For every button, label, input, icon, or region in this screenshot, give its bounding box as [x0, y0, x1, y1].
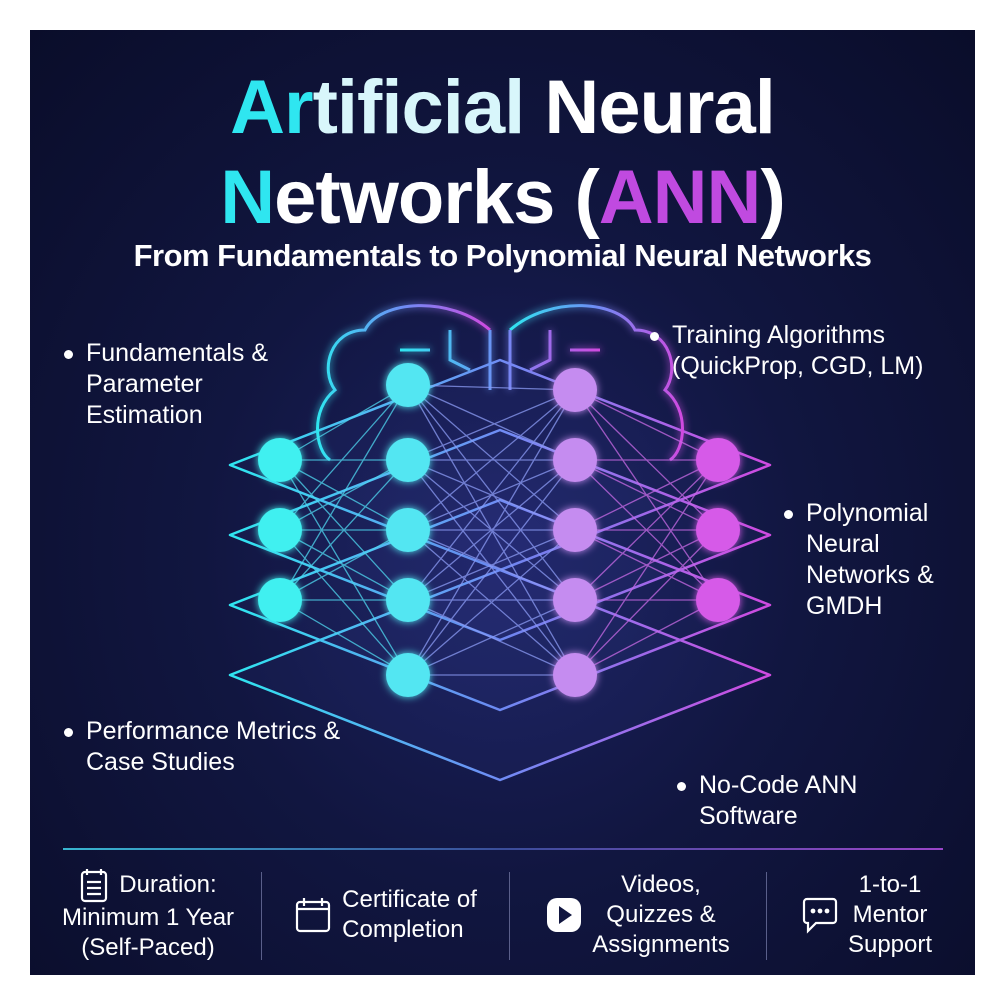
neuron-node — [553, 578, 597, 622]
feature-text: Certificate of — [342, 886, 477, 913]
feature-text: Duration: — [119, 871, 217, 898]
neuron-node — [258, 508, 302, 552]
network-connections — [279, 384, 719, 676]
topic-polynomial-networks: Polynomial Neural Networks & GMDH — [782, 498, 962, 622]
title-part: Neural — [524, 65, 776, 150]
feature-videos: Videos, Quizzes & Assignments — [510, 860, 766, 970]
connection — [407, 384, 576, 601]
connection — [407, 384, 576, 461]
connection — [407, 389, 576, 601]
neural-network-illustration — [228, 304, 772, 782]
brain-outline — [316, 304, 684, 462]
neuron-node — [553, 508, 597, 552]
connection — [574, 459, 719, 531]
connection — [407, 459, 576, 601]
connection — [407, 389, 576, 531]
title-part: ) — [760, 155, 785, 240]
neuron-node — [553, 368, 597, 412]
title-part: etworks ( — [274, 155, 600, 240]
neuron-node — [386, 508, 430, 552]
connection — [407, 529, 576, 601]
feature-duration: Duration: Minimum 1 Year (Self-Paced) — [35, 860, 261, 970]
title-part: tificial — [312, 65, 526, 150]
connection — [279, 384, 409, 601]
connection — [279, 529, 409, 601]
neuron-node — [386, 653, 430, 697]
connection — [574, 459, 719, 676]
neuron-node — [258, 438, 302, 482]
feature-text: Videos, — [621, 871, 701, 898]
play-icon — [547, 898, 582, 932]
connection — [279, 529, 409, 676]
title-part: N — [220, 155, 275, 240]
divider — [261, 872, 262, 960]
connection — [407, 384, 576, 531]
topic-training-algorithms: Training Algorithms (QuickProp, CGD, LM) — [648, 320, 948, 382]
neuron-node — [258, 578, 302, 622]
connection — [407, 599, 576, 676]
connection — [407, 389, 576, 461]
connection — [279, 384, 409, 531]
connection — [407, 384, 576, 391]
neuron-node — [696, 438, 740, 482]
title-part: ANN — [598, 155, 762, 240]
feature-text: (Self-Paced) — [81, 934, 215, 961]
feature-text: 1-to-1 — [858, 871, 922, 898]
connection — [407, 459, 576, 676]
connection — [279, 459, 409, 531]
topic-no-code-software: No-Code ANN Software — [675, 770, 875, 832]
calendar-icon — [296, 898, 331, 933]
neuron-node — [553, 438, 597, 482]
title-line-1: Artificial Neural — [30, 70, 975, 146]
neuron-node — [386, 363, 430, 407]
network-nodes — [258, 363, 740, 697]
neuron-node — [386, 578, 430, 622]
connection — [574, 459, 719, 601]
divider — [509, 872, 510, 960]
feature-text: Mentor — [852, 901, 928, 928]
feature-text: Support — [847, 931, 933, 958]
neuron-node — [553, 653, 597, 697]
layer-plane — [228, 428, 772, 642]
title-line-2: Networks (ANN) — [30, 160, 975, 236]
connection — [279, 384, 409, 461]
neuron-node — [696, 508, 740, 552]
topic-fundamentals: Fundamentals & Parameter Estimation — [62, 338, 302, 431]
connection — [574, 529, 719, 676]
connection — [407, 389, 576, 676]
neuron-node — [386, 438, 430, 482]
connection — [574, 529, 719, 601]
title-part: Ar — [230, 65, 313, 150]
connection — [279, 459, 409, 601]
divider — [766, 872, 767, 960]
feature-text: Completion — [342, 916, 464, 943]
feature-certificate: Certificate of Completion — [262, 860, 509, 970]
feature-text: Assignments — [592, 931, 730, 958]
neuron-node — [696, 578, 740, 622]
notepad-icon — [81, 869, 108, 903]
feature-text: Quizzes & — [606, 901, 716, 928]
feature-text: Minimum 1 Year — [61, 904, 235, 931]
connection — [279, 599, 409, 676]
poster: Artificial Neural Networks (ANN) From Fu… — [30, 30, 975, 975]
connection — [574, 389, 719, 461]
connection — [279, 459, 409, 676]
connection — [407, 529, 576, 676]
divider-line — [63, 848, 943, 850]
chat-icon — [802, 897, 838, 934]
topic-performance-metrics: Performance Metrics & Case Studies — [62, 716, 362, 778]
connection — [574, 599, 719, 676]
subtitle: From Fundamentals to Polynomial Neural N… — [133, 238, 872, 273]
